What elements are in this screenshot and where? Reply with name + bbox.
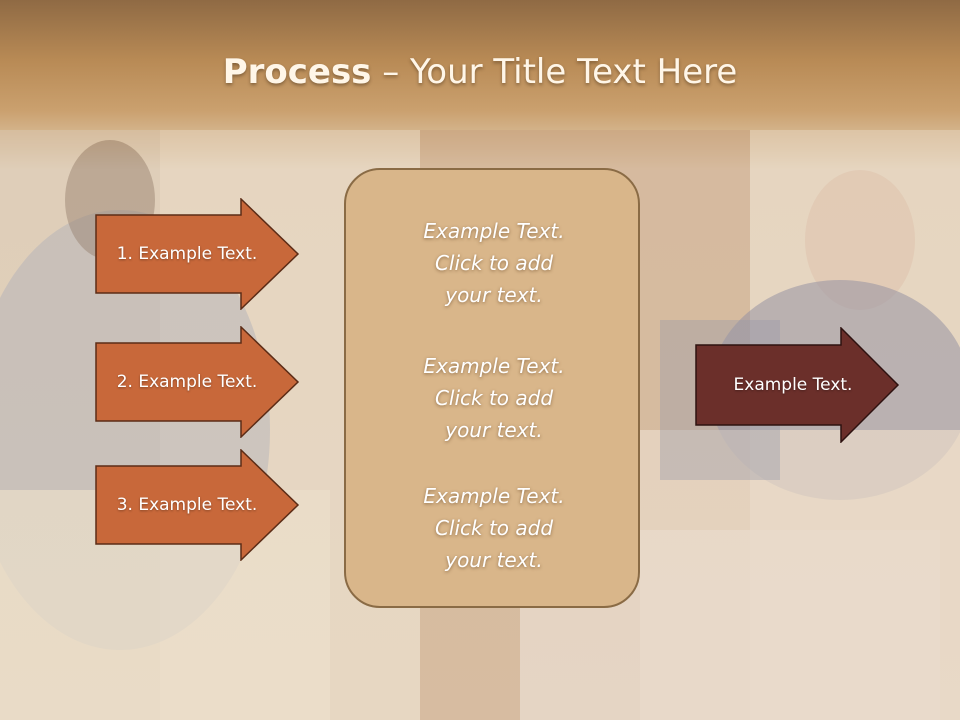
arrow-shape-icon xyxy=(95,198,300,310)
title-rest: – Your Title Text Here xyxy=(371,52,738,92)
title-bold: Process xyxy=(222,52,372,92)
arrow-shape-icon xyxy=(95,449,300,561)
panel-text-3[interactable]: Example Text. Click to add your text. xyxy=(423,484,565,572)
slide-title[interactable]: Process – Your Title Text Here xyxy=(0,52,960,92)
result-label: Example Text. xyxy=(733,375,853,395)
process-step-3-arrow[interactable]: 3. Example Text. xyxy=(95,449,300,561)
process-step-1-arrow[interactable]: 1. Example Text. xyxy=(95,198,300,310)
panel-text-1[interactable]: Example Text. Click to add your text. xyxy=(423,219,565,307)
arrow-shape-icon xyxy=(695,327,900,443)
arrow-shape-icon xyxy=(95,326,300,438)
panel-text-2[interactable]: Example Text. Click to add your text. xyxy=(423,354,565,442)
process-step-2-arrow[interactable]: 2. Example Text. xyxy=(95,326,300,438)
step-2-label: 2. Example Text. xyxy=(116,372,258,392)
step-1-label: 1. Example Text. xyxy=(116,244,258,264)
step-3-label: 3. Example Text. xyxy=(116,495,258,515)
result-arrow[interactable]: Example Text. xyxy=(695,327,900,443)
content-panel[interactable]: Example Text. Click to add your text. Ex… xyxy=(344,168,640,608)
